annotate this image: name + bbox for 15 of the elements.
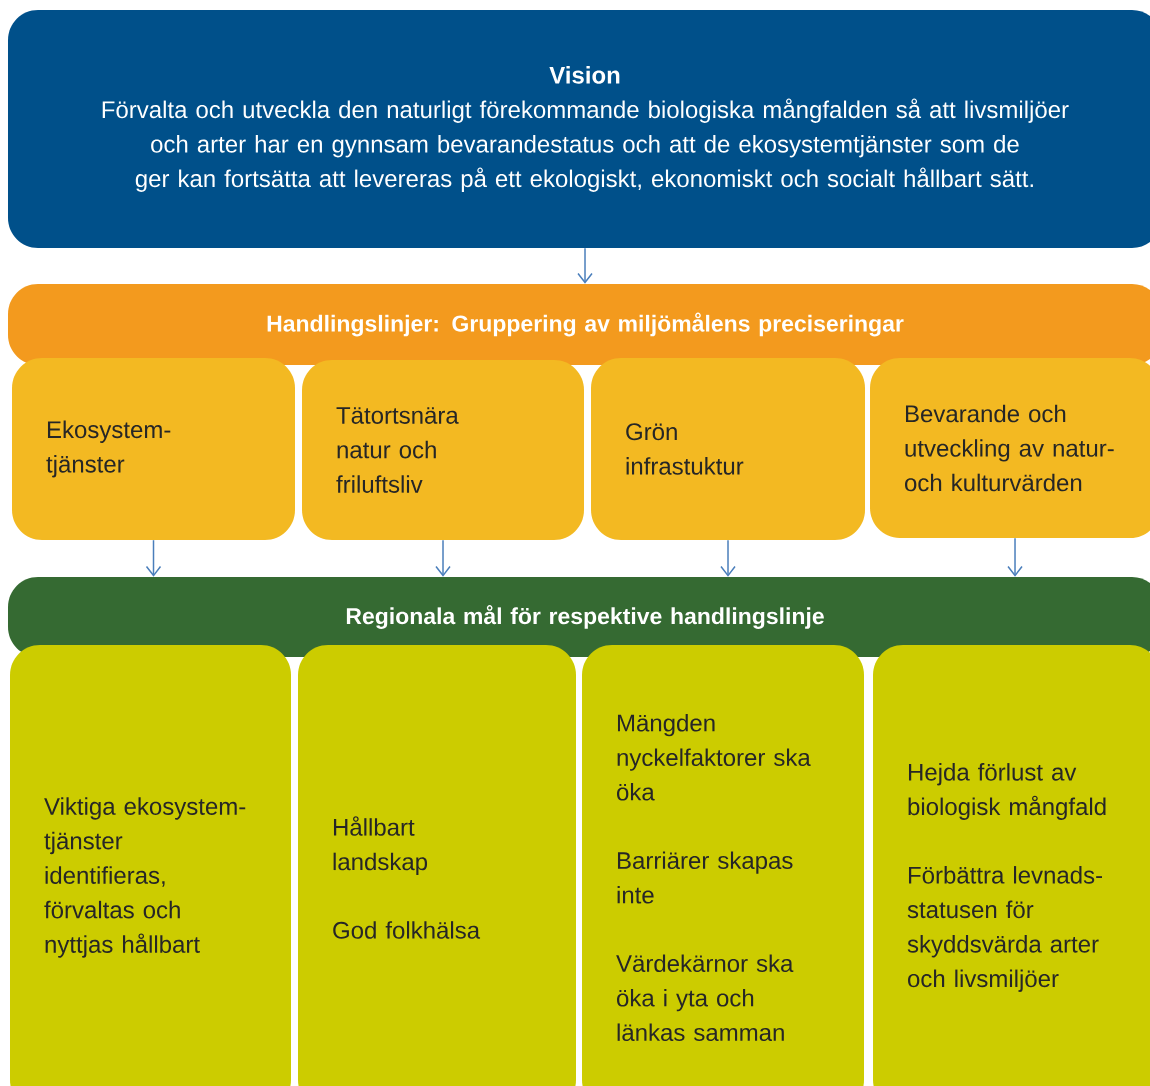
arrow xyxy=(577,247,593,284)
goal-box: Viktiga ekosystem- tjänster identifieras, förvaltas och nyttjas hållbart xyxy=(10,645,291,1086)
category-box: Ekosystem- tjänster xyxy=(12,358,295,540)
category-box: Bevarande och utveckling av natur- och kulturvärden xyxy=(870,358,1150,538)
arrow xyxy=(1007,537,1023,577)
header-band: Handlingslinjer: Gruppering av miljömålens preciseringar xyxy=(8,284,1150,365)
category-box: Tätortsnära natur och friluftsliv xyxy=(302,360,584,540)
goal-box: Mängden nyckelfaktorer ska öka Barriärer skapas inte Värdekärnor ska öka i yta och länkas samman xyxy=(582,645,864,1086)
goal-box: Hållbart landskap God folkhälsa xyxy=(298,645,576,1086)
arrow xyxy=(145,539,162,577)
arrow xyxy=(720,539,736,577)
arrow xyxy=(435,539,451,577)
vision-box: Vision Förvalta och utveckla den naturligt förekommande biologiska mångfalden så att livsmiljöer och arter har en gynnsam bevarandestatus och att de ekosystemtjänster som de ger kan fortsätta att levereras på ett ekologiskt, ekonomiskt och socialt hållbart sätt. xyxy=(8,10,1150,248)
goal-box: Hejda förlust av biologisk mångfald Förbättra levnads- statusen för skyddsvärda arter och livsmiljöer xyxy=(873,645,1150,1086)
category-box: Grön infrastuktur xyxy=(591,358,865,540)
